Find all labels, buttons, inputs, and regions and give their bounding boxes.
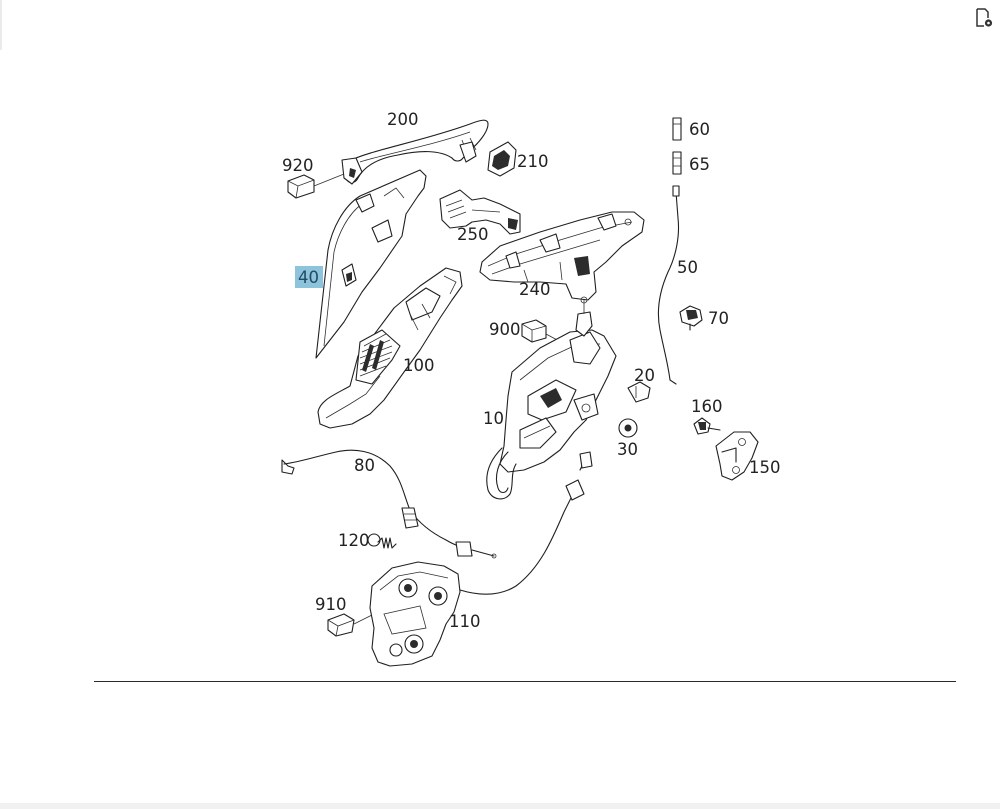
callout-50[interactable]: 50 [677, 258, 698, 277]
callout-70[interactable]: 70 [708, 309, 729, 328]
callout-160[interactable]: 160 [691, 397, 723, 416]
callout-240[interactable]: 240 [519, 280, 551, 299]
callout-20[interactable]: 20 [634, 366, 655, 385]
part-70-screw[interactable] [679, 305, 703, 331]
part-30-nut[interactable] [618, 418, 638, 438]
callout-40[interactable]: 40 [298, 268, 319, 287]
callout-100[interactable]: 100 [403, 356, 435, 375]
footer-strip [0, 803, 1000, 809]
part-40-trim-panel[interactable] [315, 169, 427, 359]
part-110-rear-cover[interactable] [369, 451, 593, 667]
callout-110[interactable]: 110 [449, 612, 481, 631]
left-edge-divider [0, 0, 2, 50]
document-settings-icon [976, 8, 993, 27]
part-150-striker[interactable] [715, 431, 759, 481]
callout-80[interactable]: 80 [354, 456, 375, 475]
part-160-screw[interactable] [693, 417, 721, 435]
callout-60[interactable]: 60 [689, 120, 710, 139]
part-240-latch-bracket[interactable] [479, 211, 645, 301]
callout-250[interactable]: 250 [457, 225, 489, 244]
callout-900[interactable]: 900 [489, 320, 521, 339]
part-80-bowden-cable[interactable] [281, 449, 497, 559]
part-250-connector[interactable] [439, 189, 521, 235]
part-50-locking-rod[interactable] [657, 185, 680, 385]
callout-highlight [295, 266, 323, 288]
callout-150[interactable]: 150 [749, 458, 781, 477]
part-920-sticker[interactable] [287, 173, 345, 199]
part-20-screw[interactable] [627, 381, 651, 403]
part-60-pin[interactable] [672, 117, 682, 141]
diagram-bottom-rule [94, 681, 956, 682]
part-10-door-lock[interactable] [486, 296, 617, 500]
part-910-sticker[interactable] [327, 613, 375, 637]
callout-30[interactable]: 30 [617, 440, 638, 459]
callout-120[interactable]: 120 [338, 531, 370, 550]
part-100-inner-handle-carrier[interactable] [317, 267, 463, 429]
callout-65[interactable]: 65 [689, 155, 710, 174]
part-200-door-handle[interactable] [341, 119, 489, 185]
part-210-lock-cylinder[interactable] [487, 141, 517, 177]
part-65-pin-guide[interactable] [672, 151, 682, 175]
part-120-spring[interactable] [367, 533, 397, 549]
callout-910[interactable]: 910 [315, 595, 347, 614]
callout-200[interactable]: 200 [387, 110, 419, 129]
document-settings-button[interactable] [972, 6, 996, 30]
callout-920[interactable]: 920 [282, 156, 314, 175]
callout-10[interactable]: 10 [483, 409, 504, 428]
callout-210[interactable]: 210 [517, 152, 549, 171]
